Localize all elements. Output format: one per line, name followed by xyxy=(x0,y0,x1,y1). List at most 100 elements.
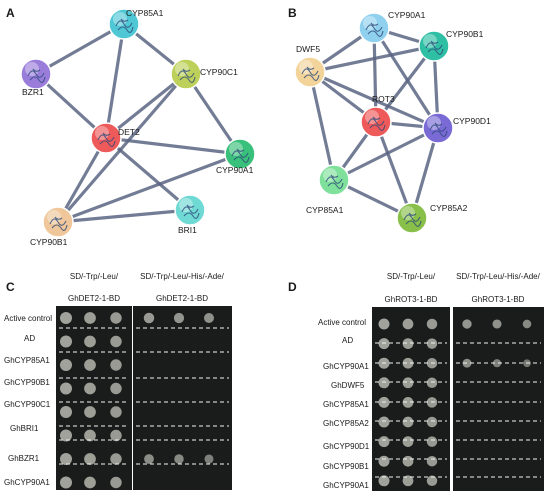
node-label-b-cyp90a1: CYP90A1 xyxy=(388,10,426,20)
network-b-edge xyxy=(308,70,440,130)
yeast-colony xyxy=(522,319,532,329)
node-label-cyp90b1: CYP90B1 xyxy=(30,237,68,247)
yeast-colony xyxy=(426,455,438,467)
yeast-colony xyxy=(110,406,122,418)
yeast-colony xyxy=(402,377,414,389)
panel-c-row-label: AD xyxy=(24,334,36,343)
panel-c-bait-2: GhDET2-1-BD xyxy=(155,294,208,303)
yeast-colony xyxy=(110,335,122,348)
network-b-edge xyxy=(332,126,440,182)
yeast-colony xyxy=(462,319,472,329)
panel-d-row-label: Active control xyxy=(318,318,367,327)
yeast-colony xyxy=(60,476,72,489)
network-b-node-rot3 xyxy=(360,106,392,138)
network-a-edge xyxy=(104,136,192,212)
network-a-edge xyxy=(56,152,242,224)
yeast-colony xyxy=(378,416,390,428)
panel-c-medium-1: SD/-Trp/-Leu/ xyxy=(69,272,119,281)
network-a-edge xyxy=(56,208,192,224)
node-label-det2: DET2 xyxy=(118,127,140,137)
yeast-colony xyxy=(110,453,122,465)
yeast-colony xyxy=(173,312,185,324)
yeast-colony xyxy=(84,406,96,418)
yeast-colony xyxy=(60,453,72,465)
node-label-rot3: ROT3 xyxy=(372,94,395,104)
panel-c-row-label: GhCYP90A1 xyxy=(4,478,50,487)
network-a-nodes xyxy=(20,8,256,238)
yeast-colony xyxy=(402,416,414,428)
yeast-colony xyxy=(60,335,72,348)
yeast-colony xyxy=(110,359,122,371)
panel-d-medium-2: SD/-Trp/-Leu/-His/-Ade/ xyxy=(456,272,540,281)
yeast-colony xyxy=(402,455,414,467)
yeast-colony xyxy=(174,454,184,464)
panel-d-row-label: GhCYP90A1 xyxy=(323,362,369,371)
panel-d-medium-1: SD/-Trp/-Leu/ xyxy=(386,272,436,281)
panel-c-row-label: GhCYP90C1 xyxy=(4,400,51,409)
yeast-colony xyxy=(203,312,215,324)
yeast-colony xyxy=(402,318,414,330)
yeast-colony xyxy=(84,476,96,489)
panel-c-row-label: GhBRI1 xyxy=(10,424,39,433)
panel-d-letter: D xyxy=(288,280,297,294)
yeast-colony xyxy=(378,475,390,487)
panel-d-row-label: GhCYP90D1 xyxy=(323,442,370,451)
yeast-colony xyxy=(378,455,390,467)
panel-c-row-label: GhBZR1 xyxy=(8,454,40,463)
panel-d-row-label: GhCYP85A2 xyxy=(323,419,369,428)
node-label-b-cyp90b1: CYP90B1 xyxy=(446,29,484,39)
network-a-edge xyxy=(34,72,108,140)
yeast-colony xyxy=(84,312,96,324)
network-a-edge xyxy=(104,72,188,140)
yeast-colony xyxy=(402,397,414,408)
yeast-colony xyxy=(492,319,502,329)
network-b-node-dwf5 xyxy=(294,56,326,88)
network-b-edge xyxy=(374,44,436,124)
panel-c-medium-2: SD/-Trp/-Leu/-His/-Ade/ xyxy=(140,272,224,281)
node-label-cyp90c1: CYP90C1 xyxy=(200,67,238,77)
yeast-colony xyxy=(378,318,390,330)
yeast-colony xyxy=(84,359,96,371)
panel-c-plate-left xyxy=(56,306,132,490)
yeast-colony xyxy=(110,312,122,324)
panel-c-plate-right xyxy=(133,306,232,490)
panel-d-plate-right xyxy=(453,307,544,491)
network-a-edge xyxy=(56,72,188,224)
yeast-colony xyxy=(60,382,72,395)
panel-d-plate-left xyxy=(372,307,450,491)
network-a-node-cyp85a1 xyxy=(108,8,140,40)
yeast-colony xyxy=(402,357,414,369)
yeast-colony xyxy=(110,476,122,489)
network-a-node-bri1 xyxy=(174,194,206,226)
network-a-edge xyxy=(184,72,242,156)
panel-a-letter: A xyxy=(6,6,15,20)
yeast-colony xyxy=(110,429,122,442)
yeast-colony xyxy=(84,453,96,465)
yeast-colony xyxy=(60,406,72,418)
panel-c-row-label: Active control xyxy=(4,314,53,323)
network-b-node-cyp90d1 xyxy=(422,112,454,144)
node-label-bri1: BRI1 xyxy=(178,225,197,235)
network-a-node-cyp90b1 xyxy=(42,206,74,238)
yeast-colony xyxy=(426,377,438,389)
panel-b-letter: B xyxy=(288,6,297,20)
panel-d-row-label: GhDWF5 xyxy=(331,381,365,390)
node-label-dwf5: DWF5 xyxy=(296,44,321,54)
network-b-node-cyp90b1 xyxy=(418,30,450,62)
network-a-edge xyxy=(104,136,242,156)
network-diagrams xyxy=(20,8,454,238)
network-b-edge xyxy=(308,70,336,182)
yeast-colony xyxy=(204,454,214,464)
yeast-colony xyxy=(143,312,155,324)
panel-c-bait-1: GhDET2-1-BD xyxy=(67,294,120,303)
panel-d-bait-1: GhROT3-1-BD xyxy=(384,295,438,304)
yeast-colony xyxy=(402,338,414,349)
yeast-colony xyxy=(402,436,414,447)
network-a-edge xyxy=(104,22,126,140)
node-label-cyp85a1: CYP85A1 xyxy=(126,8,164,18)
panel-c-row-label: GhCYP90B1 xyxy=(4,378,50,387)
yeast-colony xyxy=(378,377,390,389)
network-a-node-det2 xyxy=(90,122,122,154)
panel-d-row-label: GhCYP85A1 xyxy=(323,400,369,409)
yeast-colony xyxy=(60,429,72,442)
